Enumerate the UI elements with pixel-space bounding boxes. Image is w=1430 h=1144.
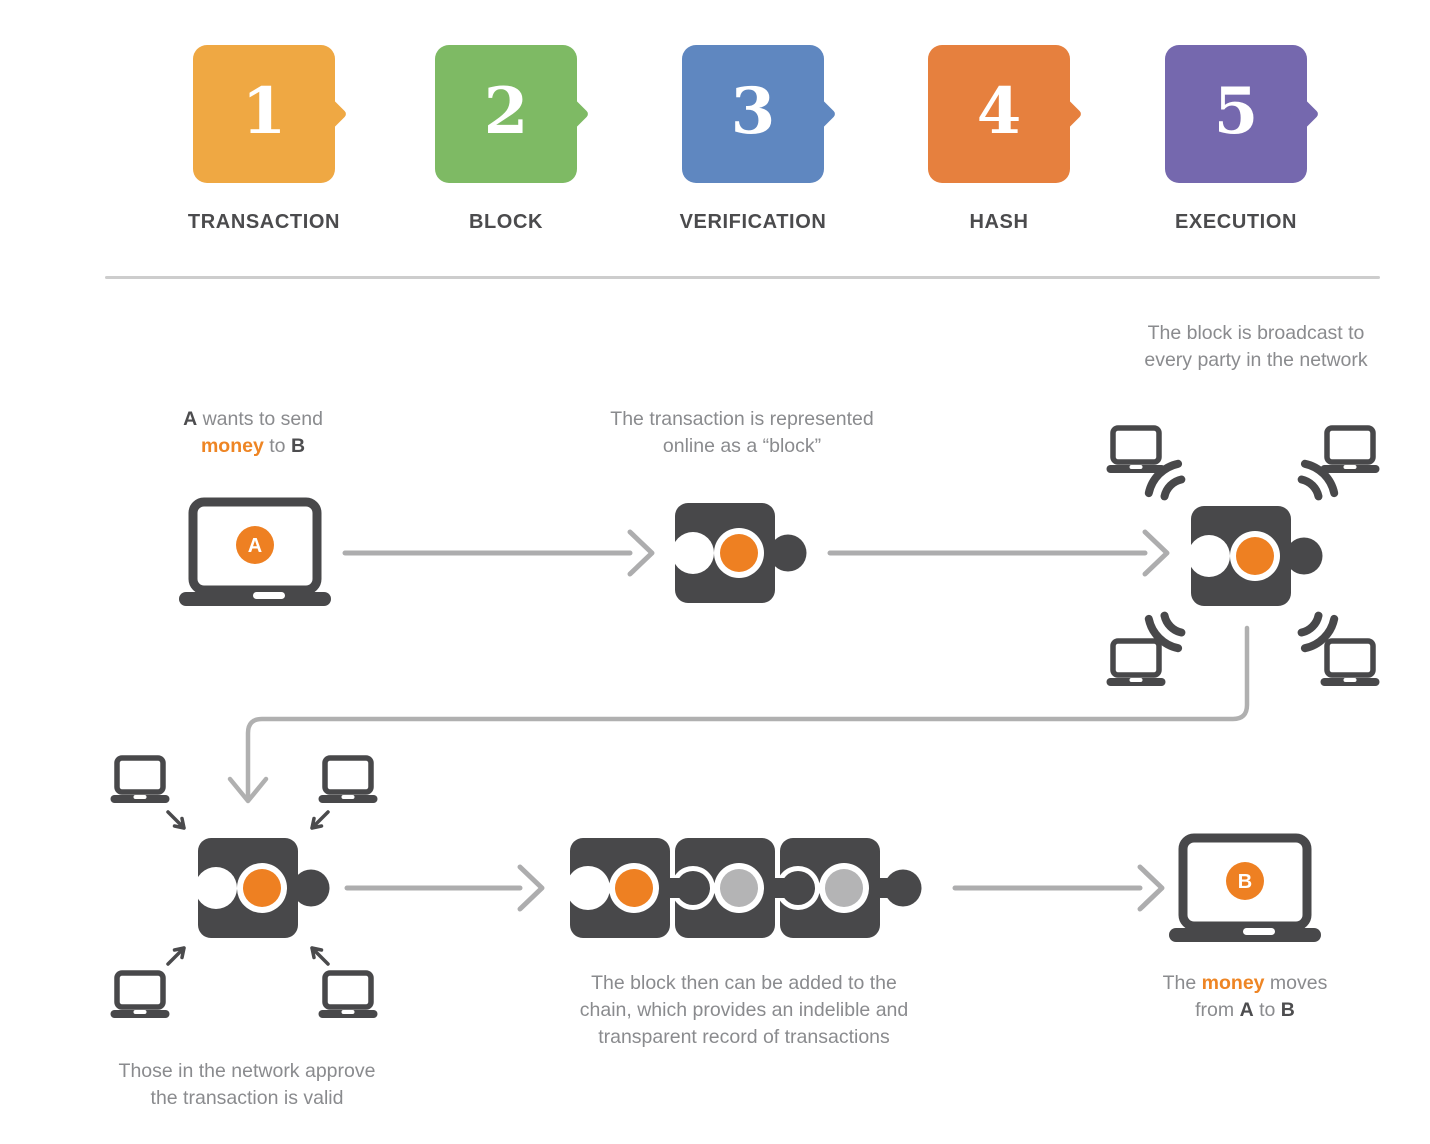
laptop-node-icon [111, 973, 170, 1018]
caption-line: moves [1264, 972, 1328, 994]
caption-line: The [1162, 972, 1202, 994]
party-b: B [1280, 999, 1295, 1021]
laptop-b-icon: B [1169, 838, 1321, 942]
arrow-right-icon [952, 864, 1165, 912]
step-3-label: VERIFICATION [679, 211, 827, 233]
laptop-node-icon [1107, 428, 1166, 473]
caption-line: The block then can be added to the [591, 972, 897, 994]
approve-caption: Those in the network approve the transac… [87, 1058, 407, 1112]
broadcast-caption: The block is broadcast to every party in… [1106, 320, 1406, 374]
step-3-badge: 3 [682, 45, 837, 183]
caption-line: the transaction is valid [150, 1087, 344, 1109]
step-5-label: EXECUTION [1174, 211, 1298, 233]
money-word: money [1201, 972, 1265, 994]
caption-line: online as a “block” [662, 435, 822, 457]
party-b: B [290, 435, 306, 457]
caption-line: every party in the network [1144, 349, 1368, 371]
step-1-label: TRANSACTION [187, 211, 341, 233]
laptop-a-letter: A [248, 535, 262, 557]
caption-line: from [1195, 999, 1240, 1021]
step-number: 1 [241, 74, 287, 149]
caption-line: to [1253, 999, 1281, 1021]
step-5-badge: 5 [1165, 45, 1320, 183]
money-word: money [200, 435, 264, 457]
laptop-node-icon [1321, 428, 1380, 473]
step-4-label: HASH [969, 211, 1029, 233]
approval-cluster [111, 758, 378, 1018]
laptop-node-icon [111, 758, 170, 803]
block-icon [195, 838, 330, 938]
step-1-badge: 1 [193, 45, 348, 183]
elbow-arrow-icon [227, 625, 1250, 804]
step-number: 2 [483, 74, 529, 149]
laptop-node-icon [319, 973, 378, 1018]
header-divider [105, 276, 1380, 279]
block-icon [672, 503, 807, 603]
step-number: 3 [730, 74, 776, 149]
block-caption: The transaction is represented online as… [582, 406, 902, 460]
money-caption: The money moves from A to B [1115, 970, 1375, 1024]
step-verification: 3 [682, 45, 837, 183]
laptop-b-letter: B [1238, 871, 1252, 893]
step-block: 2 [435, 45, 590, 183]
step-number: 4 [976, 74, 1022, 149]
caption-line: Those in the network approve [118, 1060, 376, 1082]
caption-line: transparent record of transactions [598, 1026, 890, 1048]
laptop-node-icon [1321, 641, 1380, 686]
arrow-right-icon [342, 529, 655, 577]
laptop-node-icon [319, 758, 378, 803]
party-a: A [183, 408, 198, 430]
arrow-right-icon [827, 529, 1170, 577]
laptop-a-icon: A [179, 502, 331, 606]
block-icon [1188, 506, 1323, 606]
caption-line: The block is broadcast to [1147, 322, 1365, 344]
caption-line: chain, which provides an indelible and [579, 999, 909, 1021]
caption-line: The transaction is represented [610, 408, 874, 430]
caption-line: to [263, 435, 291, 457]
step-hash: 4 [928, 45, 1083, 183]
blockchain-icon [566, 838, 922, 938]
party-a: A [1239, 999, 1254, 1021]
send-caption: A wants to send money to B [133, 406, 373, 460]
step-transaction: 1 [193, 45, 348, 183]
broadcast-cluster [1107, 428, 1380, 686]
chain-caption: The block then can be added to the chain… [554, 970, 934, 1051]
step-number: 5 [1213, 74, 1259, 149]
caption-line: wants to send [197, 408, 323, 430]
step-2-badge: 2 [435, 45, 590, 183]
laptop-node-icon [1107, 641, 1166, 686]
broadcast-waves-icon [1144, 459, 1339, 653]
arrow-right-icon [344, 864, 545, 912]
step-2-label: BLOCK [468, 211, 544, 233]
step-4-badge: 4 [928, 45, 1083, 183]
step-execution: 5 [1165, 45, 1320, 183]
